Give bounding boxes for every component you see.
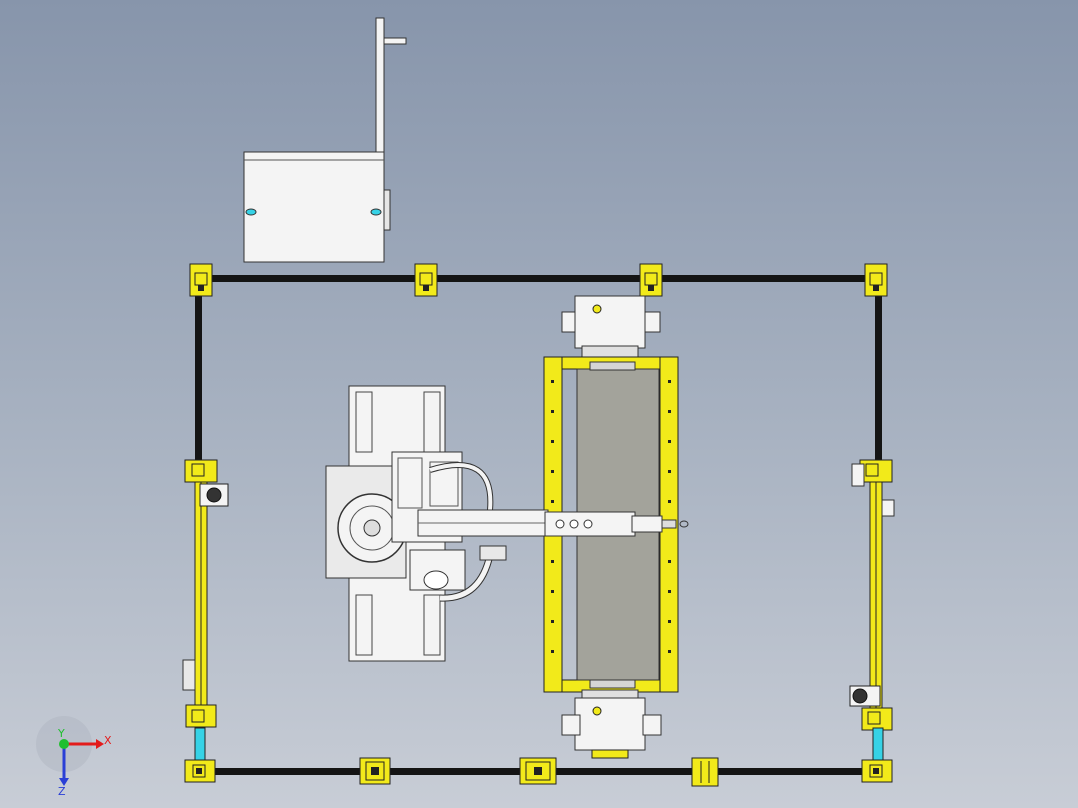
- triad-y-label: Y: [57, 727, 65, 740]
- robot-gripper[interactable]: [661, 519, 677, 529]
- door-switch-icon: [206, 487, 222, 503]
- industrial-robot[interactable]: [337, 451, 689, 602]
- triad-z-label: Z: [58, 785, 66, 798]
- coordinate-triad-icon: X Y Z: [36, 716, 112, 798]
- fence-post-brackets: [184, 263, 893, 787]
- left-safety-door[interactable]: [182, 459, 229, 761]
- electrical-cabinet[interactable]: [243, 17, 407, 263]
- door-switch-icon: [852, 688, 868, 704]
- left-light-curtain: [194, 727, 206, 761]
- triad-x-label: X: [104, 734, 112, 747]
- cabinet-lock-icon: [370, 208, 382, 216]
- conveyor-bottom-motor[interactable]: [574, 697, 646, 751]
- right-safety-door[interactable]: [849, 459, 895, 761]
- right-light-curtain: [872, 727, 884, 761]
- cabinet-hinge-icon: [245, 208, 257, 216]
- conveyor-top-motor[interactable]: [574, 295, 646, 349]
